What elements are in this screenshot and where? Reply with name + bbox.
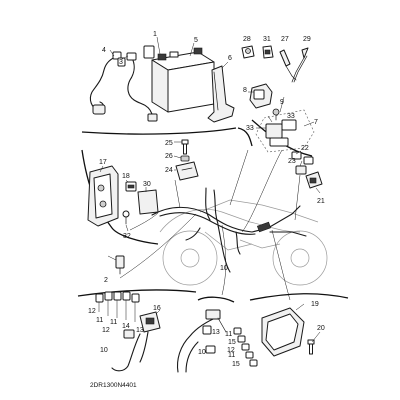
group-bracket-bottom-left [77,289,197,297]
callout-labels: 1 2 3 4 5 6 7 8 9 10 10 10 11 11 11 11 1… [88,31,325,368]
part-3-lead [126,52,158,122]
callout-15-a: 15 [228,339,236,346]
part-20-bolt [307,339,315,355]
part-7-fuse-box [255,108,315,153]
callout-27: 27 [281,36,289,43]
part-17-control-unit [87,165,119,227]
callout-25: 25 [165,140,173,147]
part-21-sensor [305,171,323,189]
callout-28: 28 [243,36,251,43]
callout-5: 5 [194,37,198,44]
callout-7: 7 [314,119,318,126]
part-10-harness-lower-mid [176,309,227,373]
callout-26: 26 [165,153,173,160]
part-16-lamp-unit [139,311,161,333]
callout-24: 24 [165,167,173,174]
callout-23: 23 [288,158,296,165]
callout-12-left-a: 12 [88,308,96,315]
part-10-harness-lower-left [111,329,149,372]
bottom-left-couplers [95,291,140,322]
part-27-band [279,49,297,81]
part-5-battery [143,45,215,113]
callout-33-a: 33 [246,125,254,132]
callout-14: 14 [122,323,130,330]
callout-29: 29 [303,36,311,43]
bottom-mid-couplers [202,325,258,367]
callout-30: 30 [143,181,151,188]
group-bracket-top-right [237,127,253,147]
callout-3: 3 [119,59,123,66]
callout-10-center: 10 [220,265,228,272]
group-bracket-left [81,149,159,245]
callout-leaders [99,36,321,343]
callout-6: 6 [228,55,232,62]
part-31-connector [262,45,274,59]
group-bracket-bottom-right [249,293,349,301]
callout-11-left-a: 11 [96,317,103,324]
callout-8: 8 [243,87,247,94]
callout-10-left: 10 [100,347,108,354]
callout-4: 4 [102,47,106,54]
drawing-code: 2DR1300N4401 [90,382,137,389]
callout-1: 1 [153,31,157,38]
callout-21: 21 [317,198,325,205]
callout-11-mid-b: 11 [228,352,235,359]
part-25-bolt [181,139,189,155]
part-26-collar [180,155,190,162]
callout-10-mid: 10 [198,349,206,356]
group-bracket-top-left [81,127,237,135]
callout-33-b: 33 [287,113,295,120]
part-23-connector [295,165,307,175]
callout-12-mid: 12 [227,347,235,354]
callout-32: 32 [123,233,131,240]
part-2-sensor [115,255,125,275]
part-32-screw [122,210,130,225]
part-28-connector [241,45,255,59]
leader-lines [119,149,301,301]
callout-22: 22 [301,145,309,152]
callout-20: 20 [317,325,325,332]
group-bracket-bottom-mid [197,296,235,303]
part-6-battery-band [207,65,235,123]
callout-13-left: 13 [136,327,144,334]
part-24-sensor [175,161,199,181]
part-29-cable-tie [291,47,309,83]
callout-2: 2 [104,277,108,284]
part-30-cover [137,189,159,215]
part-18-connector [125,181,137,192]
callout-15-b: 15 [232,361,240,368]
part-22-connector [291,151,314,165]
callout-18: 18 [122,173,130,180]
callout-16: 16 [153,305,161,312]
callout-17: 17 [99,159,107,166]
part-8-relay [249,83,273,109]
callout-19: 19 [311,301,319,308]
callout-9: 9 [280,99,284,106]
callout-12-left-b: 12 [102,327,110,334]
callout-11-mid-a: 11 [225,331,232,338]
callout-11-left-b: 11 [110,319,117,326]
motorcycle-outline [159,199,328,286]
callout-13-mid: 13 [212,329,220,336]
wire-harness [151,187,307,273]
part-19-control-box [261,307,305,357]
callout-31: 31 [263,36,271,43]
part-4-sensor-lead [89,51,126,115]
